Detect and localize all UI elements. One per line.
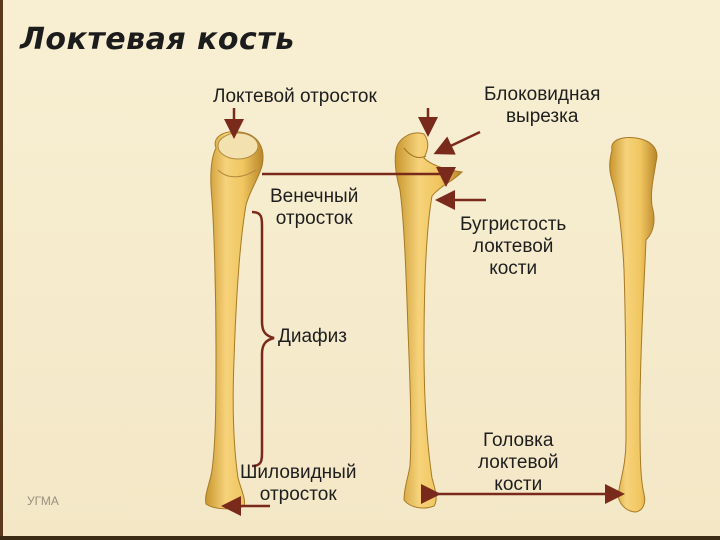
shaft-brace	[252, 212, 274, 466]
label-styloid-process: Шиловидный отросток	[240, 462, 356, 506]
ulna-bone-anterior	[610, 138, 657, 513]
ulna-bone-lateral	[395, 133, 462, 508]
ulna-bone-posterior	[206, 132, 263, 509]
label-shaft: Диафиз	[278, 326, 347, 348]
watermark: УГМА	[27, 494, 59, 508]
label-coronoid-process: Венечный отросток	[270, 186, 358, 230]
label-olecranon: Локтевой отросток	[213, 86, 377, 108]
label-tuberosity: Бугристость локтевой кости	[460, 214, 566, 280]
trochlear-notch-arrow	[438, 132, 480, 152]
label-trochlear-notch: Блоковидная вырезка	[484, 84, 600, 128]
label-head: Головка локтевой кости	[478, 430, 559, 496]
